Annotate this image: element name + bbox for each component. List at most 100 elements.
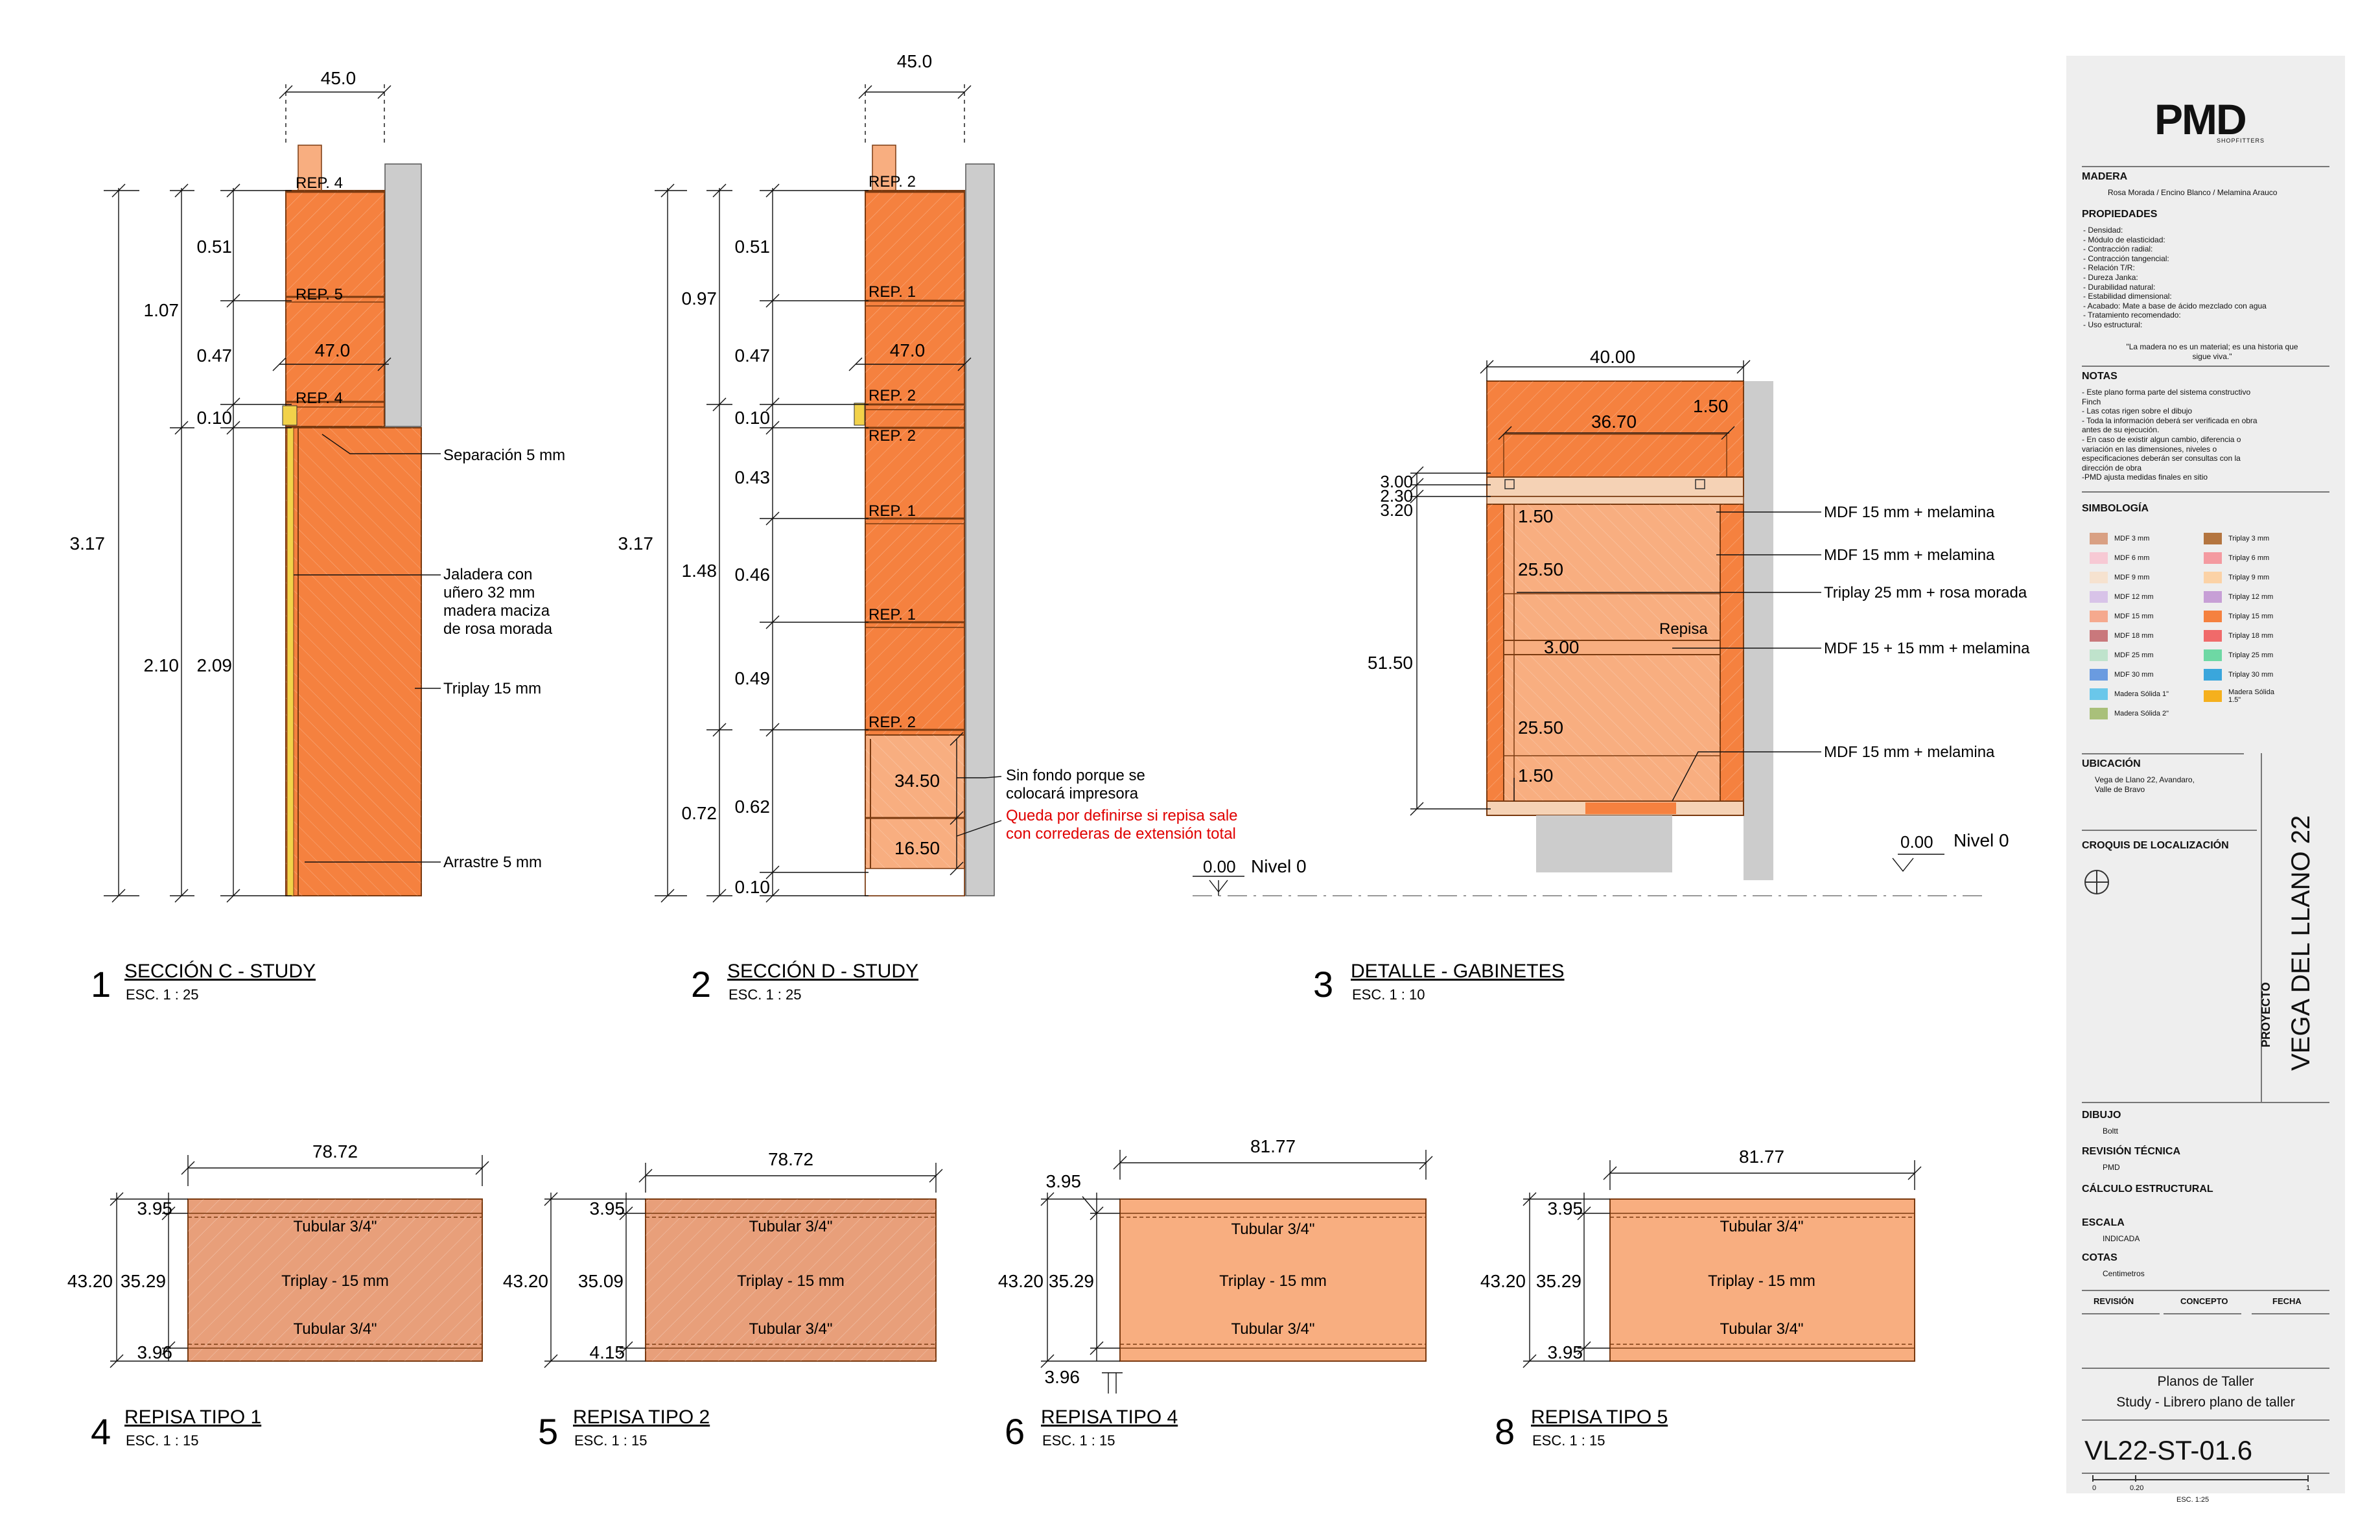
scale-bar-line: [2092, 1479, 2309, 1480]
legend-item: MDF 15 mm: [2090, 611, 2154, 622]
shelf-1-top: 3.95: [137, 1198, 173, 1219]
shelf-2-height: 43.20: [503, 1271, 548, 1291]
gab-side: 1.50: [1693, 396, 1729, 416]
madera-value: Rosa Morada / Encino Blanco / Melamina A…: [2108, 188, 2278, 197]
sec-c-d209: 2.09: [197, 655, 233, 675]
legend-label: MDF 3 mm: [2114, 535, 2150, 542]
plan-title-2: Study - Librero plano de taller: [2116, 1395, 2295, 1410]
sec-c-width: 45.0: [321, 68, 356, 88]
level-marker-gab: [1892, 854, 1944, 872]
sec-d-rep1b: REP. 1: [869, 502, 916, 520]
simbologia-heading: SIMBOLOGÍA: [2082, 503, 2149, 514]
divider: [2082, 1102, 2329, 1103]
legend-item: Triplay 30 mm: [2204, 669, 2273, 681]
view-8-number: 8: [1495, 1411, 1515, 1452]
legend-item: MDF 30 mm: [2090, 669, 2154, 681]
prop-item: - Contracción tangencial:: [2083, 253, 2169, 263]
gab-note-1: MDF 15 mm + melamina: [1824, 504, 1995, 521]
shelf-2-width: 78.72: [768, 1149, 813, 1169]
sec-d-d010b: 0.10: [735, 877, 771, 897]
shelf-5-tube-bot: Tubular 3/4": [1720, 1320, 1803, 1338]
legend-label: Madera Sólida 2": [2114, 710, 2169, 718]
shelf-4-width: 81.77: [1250, 1136, 1296, 1156]
shelf-2-top: 3.95: [590, 1198, 625, 1219]
legend-item: Madera Sólida 1": [2090, 688, 2169, 700]
sec-c-note-triplay: Triplay 15 mm: [443, 680, 541, 697]
quote: "La madera no es un material; es una his…: [2105, 342, 2319, 361]
gab-d230: 2.30: [1380, 486, 1413, 506]
legend-item: Triplay 15 mm: [2204, 611, 2273, 622]
shelf-5-tube-top: Tubular 3/4": [1720, 1218, 1803, 1235]
legend-label: Triplay 18 mm: [2228, 632, 2274, 640]
gab-level-value: 0.00: [1900, 832, 1933, 852]
sec-d-d049: 0.49: [735, 668, 771, 688]
sec-d-d072: 0.72: [682, 803, 718, 823]
gab-inner: 36.70: [1591, 412, 1637, 432]
nota-item: Finch: [2082, 397, 2101, 406]
sec-c-d051: 0.51: [197, 237, 233, 257]
prop-item: - Densidad:: [2083, 226, 2123, 235]
prop-item: - Acabado: Mate a base de ácido mezclado…: [2083, 301, 2267, 310]
sec-c-rep4b: REP. 4: [296, 390, 343, 407]
shelf-4-tube-bot: Tubular 3/4": [1231, 1320, 1314, 1338]
nota-item: - Este plano forma parte del sistema con…: [2082, 388, 2251, 397]
revision-value: PMD: [2103, 1163, 2120, 1172]
base-gab: [1536, 815, 1672, 872]
legend-item: MDF 9 mm: [2090, 572, 2149, 583]
legend-item: MDF 18 mm: [2090, 630, 2154, 642]
swatch: [2204, 669, 2222, 681]
legend-item: Madera Sólida 2": [2090, 708, 2169, 719]
view-6-title: REPISA TIPO 4: [1041, 1406, 1178, 1428]
gab-c300: 3.00: [1544, 637, 1580, 657]
sec-d-d3450: 34.50: [894, 771, 940, 791]
legend-label: MDF 15 mm: [2114, 612, 2154, 620]
legend-label: Triplay 30 mm: [2228, 671, 2274, 679]
propiedades-heading: PROPIEDADES: [2082, 209, 2158, 220]
notas-heading: NOTAS: [2082, 371, 2118, 382]
sec-c-note-jaladera-4: de rosa morada: [443, 620, 553, 638]
sec-c-note-arrastre: Arrastre 5 mm: [443, 854, 542, 871]
sec-d-rep1c: REP. 1: [869, 606, 916, 624]
legend-item: MDF 3 mm: [2090, 533, 2149, 544]
divider: [2252, 1313, 2329, 1314]
prop-item: - Contracción radial:: [2083, 244, 2153, 254]
sec-c-note-jaladera-2: uñero 32 mm: [443, 584, 535, 601]
shelf-2-tube-top: Tubular 3/4": [749, 1218, 832, 1235]
gab-repisa-label: Repisa: [1659, 620, 1708, 638]
top-post-d: [872, 145, 896, 191]
divider: [2082, 1368, 2329, 1369]
shelf-4-height: 43.20: [998, 1271, 1044, 1291]
swatch: [2090, 688, 2108, 700]
swatch: [2090, 611, 2108, 622]
sec-d-d1650: 16.50: [894, 838, 940, 858]
sec-c-note-jaladera-1: Jaladera con: [443, 566, 532, 583]
view-8-scale: ESC. 1 : 15: [1532, 1432, 1605, 1449]
divider-vertical: [2261, 753, 2262, 1102]
view-5-title: REPISA TIPO 2: [573, 1406, 710, 1428]
level-marker-d: [1193, 876, 1244, 896]
prop-item: - Módulo de elasticidad:: [2083, 235, 2165, 244]
legend-label: Madera Sólida 1": [2114, 690, 2169, 698]
legend-label: MDF 9 mm: [2114, 574, 2150, 581]
sec-c-inner-dim: 47.0: [315, 340, 351, 360]
gab-c2550a: 25.50: [1518, 559, 1563, 579]
rev-col-revision: REVISIÓN: [2094, 1296, 2134, 1306]
shelf-5-board: Triplay - 15 mm: [1708, 1272, 1815, 1290]
prop-item: - Relación T/R:: [2083, 263, 2135, 273]
view-4-scale: ESC. 1 : 15: [126, 1432, 199, 1449]
scale-bar-label: ESC. 1:25: [2176, 1496, 2210, 1504]
shelf-2-tube-bot: Tubular 3/4": [749, 1320, 832, 1338]
nota-item: especificaciones deberán ser consultas c…: [2082, 454, 2241, 463]
shelf-1-height: 43.20: [67, 1271, 113, 1291]
wall-gab: [1744, 381, 1773, 880]
view-6-number: 6: [1005, 1411, 1025, 1452]
shelf-1-board: Triplay - 15 mm: [281, 1272, 389, 1290]
shelf-tipo-4: 81.77 43.20 35.29 3.95 3.96 Tubular 3/4"…: [998, 1136, 1433, 1394]
view-1-number: 1: [91, 964, 111, 1005]
view-titles: 1 SECCIÓN C - STUDY ESC. 1 : 25 2 SECCIÓ…: [91, 961, 1668, 1452]
legend-item: Triplay 25 mm: [2204, 649, 2273, 661]
shelf-tipo-2: 78.72 43.20 35.09 3.95 4.15 Tubular 3/4"…: [503, 1149, 943, 1368]
view-2-number: 2: [691, 964, 711, 1005]
legend-item: Triplay 9 mm: [2204, 572, 2269, 583]
